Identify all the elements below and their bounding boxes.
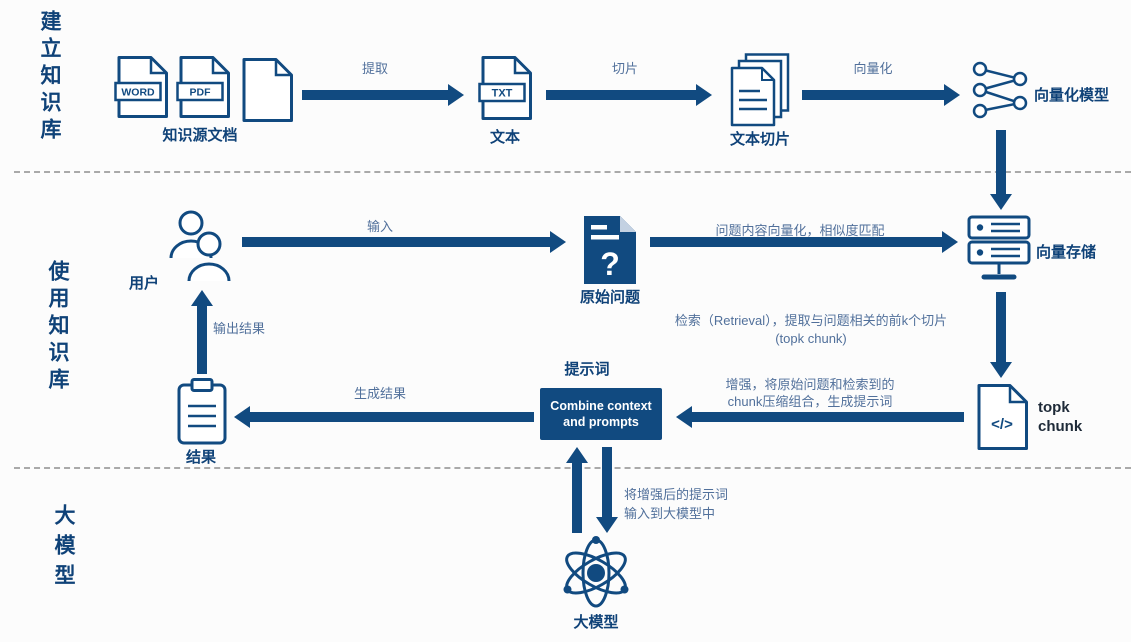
question-doc-icon: ? xyxy=(582,214,638,286)
extract-label: 提取 xyxy=(361,61,388,76)
slice-label: 切片 xyxy=(611,61,638,76)
augment-label-line2: chunk压缩组合，生成提示词 xyxy=(727,394,893,409)
section-label-build-kb: 建立知识库 xyxy=(38,10,61,145)
llm-label: 大模型 xyxy=(573,614,619,631)
result-label: 结果 xyxy=(185,449,216,466)
txt-label: 文本 xyxy=(489,129,520,146)
word-doc-icon: WORD xyxy=(114,56,168,118)
txt-doc-icon: TXT xyxy=(478,56,532,120)
code-glyph: </> xyxy=(991,416,1013,433)
retrieval-label-line2: (topk chunk) xyxy=(775,331,847,346)
word-badge: WORD xyxy=(121,87,155,99)
vector-model-label: 向量化模型 xyxy=(1034,87,1110,104)
section-divider-top xyxy=(14,171,1131,173)
augment-label: 增强，将原始问题和检索到的 chunk压缩组合，生成提示词 xyxy=(662,376,958,410)
arrow-slice xyxy=(546,90,696,100)
arrow-augment xyxy=(692,412,964,422)
user-label: 用户 xyxy=(128,275,159,292)
txt-badge: TXT xyxy=(492,88,513,100)
arrow-extract xyxy=(302,90,448,100)
prompt-title: 提示词 xyxy=(564,361,610,378)
arrow-model-to-store xyxy=(996,130,1006,194)
vectorize-label: 向量化 xyxy=(853,61,893,76)
source-docs-label: 知识源文档 xyxy=(162,127,238,144)
atom-icon xyxy=(558,531,634,611)
combine-context-box: Combine context and prompts xyxy=(540,388,662,440)
section-label-llm: 大模型 xyxy=(52,504,75,594)
blank-doc-icon xyxy=(239,58,293,122)
vector-model-icon xyxy=(970,58,1032,122)
vector-store-label: 向量存储 xyxy=(1036,244,1097,261)
question-mark-glyph: ? xyxy=(600,246,620,282)
pdf-doc-icon: PDF xyxy=(176,56,230,118)
retrieval-label-line1: 检索（Retrieval），提取与问题相关的前k个切片 xyxy=(674,313,948,328)
vector-store-icon xyxy=(966,214,1032,286)
arrow-vectorize xyxy=(802,90,944,100)
to-model-label-line2: 输入到大模型中 xyxy=(624,506,716,521)
arrow-retrieval xyxy=(996,292,1006,362)
output-label: 输出结果 xyxy=(213,321,266,336)
pdf-badge: PDF xyxy=(190,87,212,99)
arrow-input xyxy=(242,237,550,247)
topk-chunk-label: topk chunk xyxy=(1038,399,1083,435)
to-model-label-line1: 将增强后的提示词 xyxy=(624,487,729,502)
arrow-output xyxy=(197,306,207,374)
text-chunks-icon xyxy=(730,53,790,127)
similarity-label: 问题内容向量化，相似度匹配 xyxy=(715,223,885,238)
arrow-generate xyxy=(250,412,534,422)
to-model-label: 将增强后的提示词 输入到大模型中 xyxy=(624,485,754,523)
generate-label: 生成结果 xyxy=(353,386,406,401)
arrow-llm-to-box xyxy=(572,463,582,533)
topk-chunk-icon: </> xyxy=(974,384,1028,450)
input-label: 输入 xyxy=(366,219,393,234)
result-clipboard-icon xyxy=(176,378,228,446)
users-icon xyxy=(166,208,232,284)
arrow-box-to-llm xyxy=(602,447,612,517)
retrieval-label: 检索（Retrieval），提取与问题相关的前k个切片 (topk chunk) xyxy=(628,312,994,348)
section-label-use-kb: 使用知识库 xyxy=(46,260,69,395)
arrow-similarity xyxy=(650,237,942,247)
text-chunks-label: 文本切片 xyxy=(729,131,790,148)
question-label: 原始问题 xyxy=(579,289,640,306)
augment-label-line1: 增强，将原始问题和检索到的 xyxy=(725,377,895,392)
